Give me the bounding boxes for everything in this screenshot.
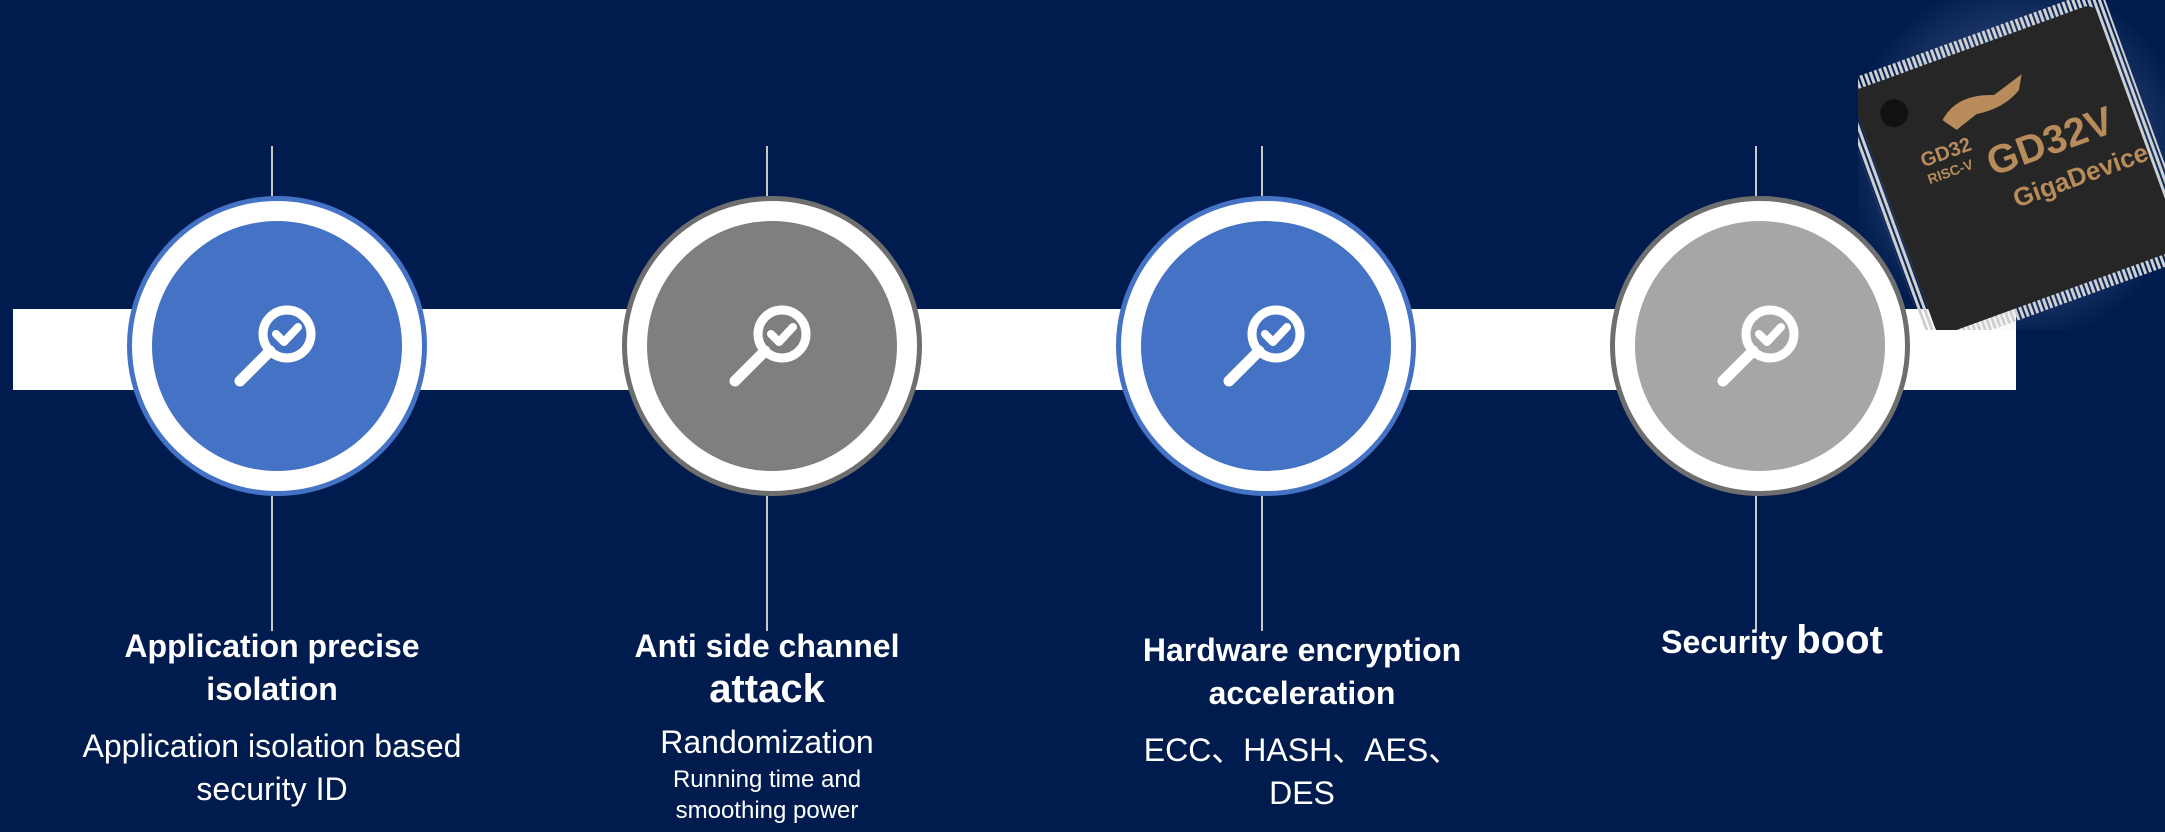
chip-image: GD32 RISC-V GD32V GigaDevice (1858, 0, 2165, 330)
feature-text-1: Application precise isolation Applicatio… (62, 625, 482, 811)
feature-title-1: Application precise isolation (124, 628, 420, 707)
feature-text-4: Security boot (1562, 619, 1982, 664)
connector-line-bottom-3 (1261, 496, 1263, 631)
feature-text-2: Anti side channel attack Randomization R… (557, 625, 977, 826)
gd32v-chip-icon: GD32 RISC-V GD32V GigaDevice (1858, 0, 2165, 330)
feature-title-4-part1: Security (1661, 624, 1788, 660)
feature-description-1: Application isolation based security ID (82, 728, 462, 807)
feature-description-2: Randomization (660, 724, 874, 760)
feature-circle-1 (127, 196, 427, 496)
feature-circle-4 (1610, 196, 1910, 496)
search-check-icon (234, 305, 316, 387)
feature-title-2-part1: Anti side channel (634, 628, 900, 664)
feature-description-3: ECC、HASH、AES、DES (1143, 732, 1461, 811)
feature-circle-2 (622, 196, 922, 496)
feature-title-3: Hardware encryption acceleration (1142, 632, 1462, 711)
feature-disc-3 (1141, 221, 1391, 471)
connector-line-bottom-2 (766, 496, 768, 631)
feature-circle-3 (1116, 196, 1416, 496)
feature-title-2-part2: attack (709, 667, 825, 711)
search-check-icon (729, 305, 811, 387)
feature-title-2: Anti side channel attack (557, 625, 977, 713)
search-check-icon (1717, 305, 1799, 387)
connector-line-top-3 (1261, 146, 1263, 196)
connector-line-top-1 (271, 146, 273, 196)
feature-text-3: Hardware encryption acceleration ECC、HAS… (1092, 629, 1512, 815)
connector-line-bottom-1 (271, 496, 273, 631)
connector-line-top-2 (766, 146, 768, 196)
feature-title-4-part2: boot (1796, 618, 1883, 662)
feature-disc-2 (647, 221, 897, 471)
feature-disc-4 (1635, 221, 1885, 471)
search-check-icon (1223, 305, 1305, 387)
feature-disc-1 (152, 221, 402, 471)
feature-detail-2: Running time and smoothing power (672, 766, 862, 824)
connector-line-bottom-4 (1755, 496, 1757, 631)
connector-line-top-4 (1755, 146, 1757, 196)
